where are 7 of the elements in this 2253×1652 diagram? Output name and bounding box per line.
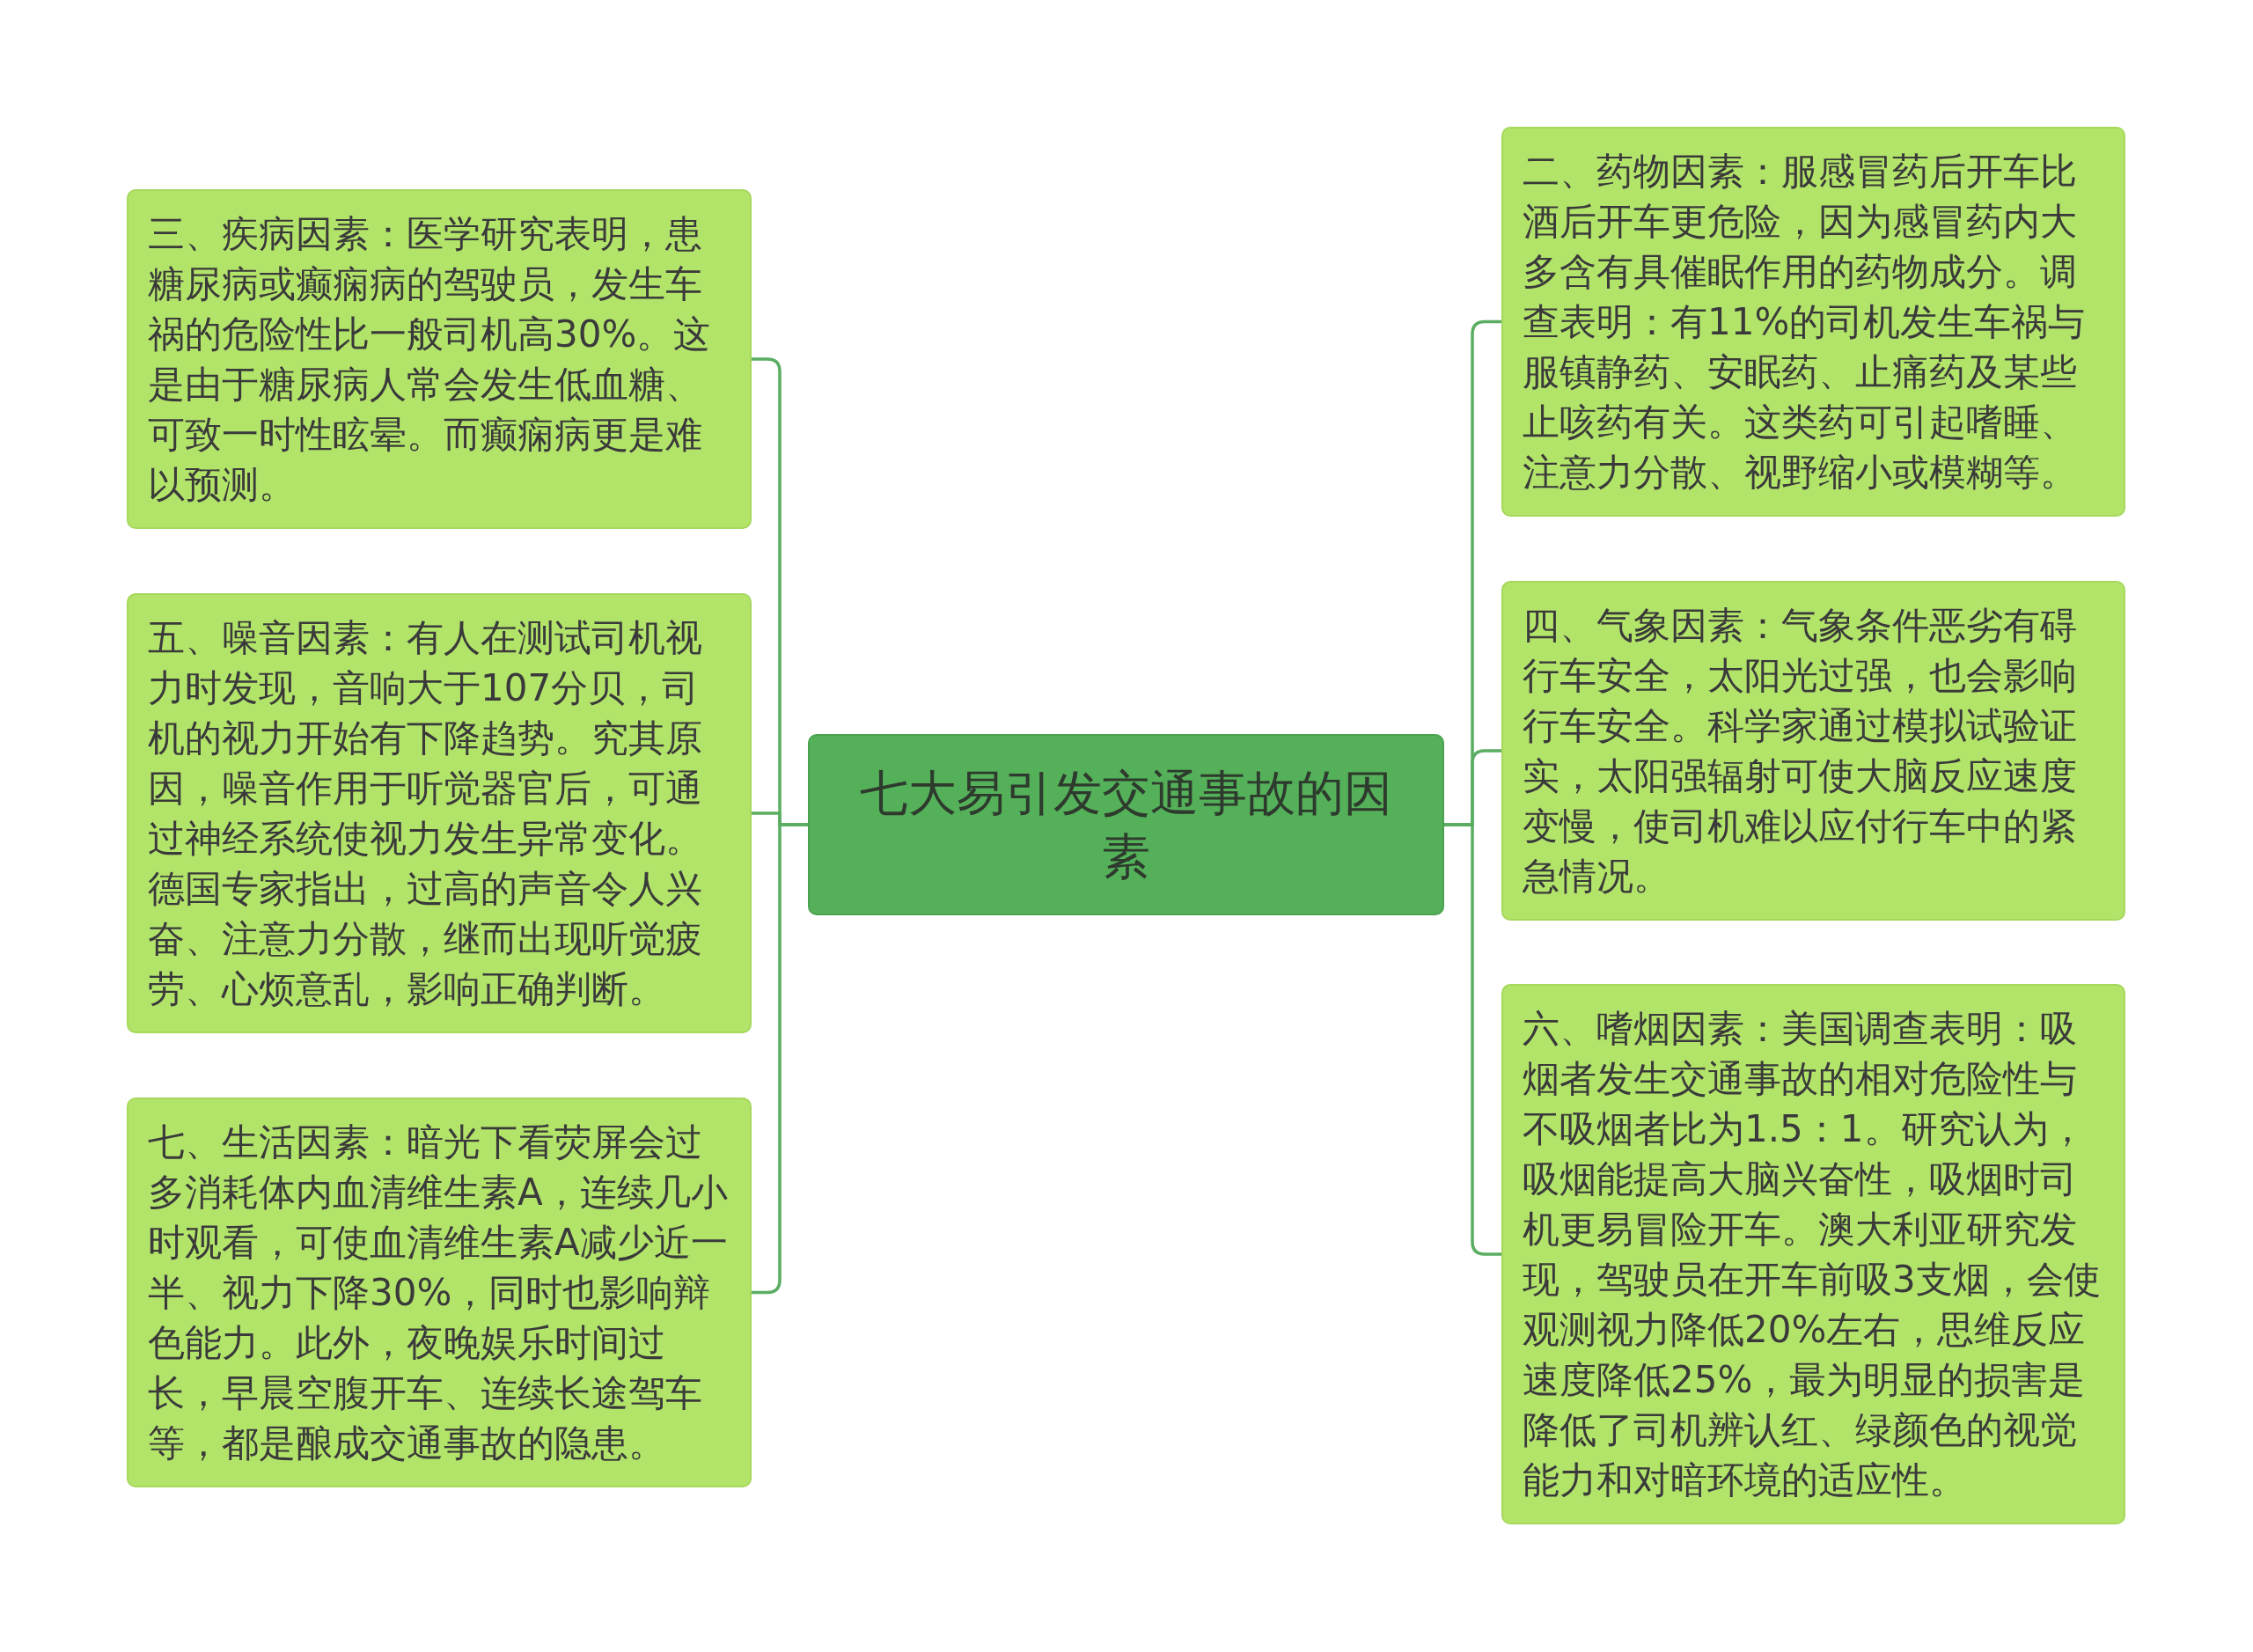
topic-card: 六、嗜烟因素：美国调查表明：吸烟者发生交通事故的相对危险性与不吸烟者比为1.5：1。研究认为，吸烟能提高大脑兴奋性，吸烟时司机更易冒险开车。澳大利亚研究发现，驾驶员在开车前吸3支烟，会使观测视力降低20%左右，思维反应速度降低25%，最为明显的损害是降低了司机辨认红、绿颜色的视觉能力和对暗环境的适应性。 xyxy=(1501,984,2125,1524)
topic-card: 三、疾病因素：医学研究表明，患糖尿病或癫痫病的驾驶员，发生车祸的危险性比一般司机高30%。这是由于糖尿病人常会发生低血糖、可致一时性眩晕。而癫痫病更是难以预测。 xyxy=(127,189,752,529)
topic-card: 四、气象因素：气象条件恶劣有碍行车安全，太阳光过强，也会影响行车安全。科学家通过模拟试验证实，太阳强辐射可使大脑反应速度变慢，使司机难以应付行车中的紧急情况。 xyxy=(1501,581,2125,921)
topic-card: 五、噪音因素：有人在测试司机视力时发现，音响大于107分贝，司机的视力开始有下降趋势。究其原因，噪音作用于听觉器官后，可通过神经系统使视力发生异常变化。德国专家指出，过高的声音令人兴奋、注意力分散，继而出现听觉疲劳、心烦意乱，影响正确判断。 xyxy=(127,593,752,1033)
central-topic: 七大易引发交通事故的因素 xyxy=(808,734,1444,915)
topic-card: 二、药物因素：服感冒药后开车比酒后开车更危险，因为感冒药内大多含有具催眠作用的药物成分。调查表明：有11%的司机发生车祸与服镇静药、安眠药、止痛药及某些止咳药有关。这类药可引起嗜睡、注意力分散、视野缩小或模糊等。 xyxy=(1501,127,2125,517)
topic-card: 七、生活因素：暗光下看荧屏会过多消耗体内血清维生素A，连续几小时观看，可使血清维生素A减少近一半、视力下降30%，同时也影响辩色能力。此外，夜晚娱乐时间过长，早晨空腹开车、连续长途驾车等，都是酿成交通事故的隐患。 xyxy=(127,1098,752,1487)
